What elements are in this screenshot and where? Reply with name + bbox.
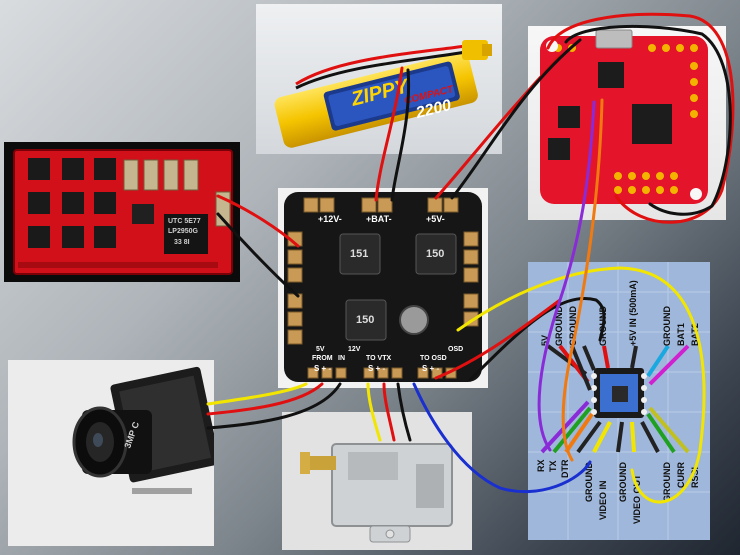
pdb-label-in: IN xyxy=(338,355,345,362)
pdb-pins-osd: S + - xyxy=(422,364,440,373)
pdb-pins-cam: S + - xyxy=(314,364,332,373)
pdb-label-to-osd: TO OSD xyxy=(420,355,447,362)
battery-illustration xyxy=(274,40,492,148)
wire-pdb-to-osd-red xyxy=(434,298,562,380)
wire-fc-to-osd-purple xyxy=(537,100,596,452)
esc-board-photo: UTC 5E77 LP2950G 33 8I xyxy=(4,142,240,282)
wire-battery-black xyxy=(390,68,411,202)
flight-controller-illustration xyxy=(540,29,708,204)
wire-pdb-to-osd-black xyxy=(468,297,606,382)
wire-vtx-yellow xyxy=(366,382,382,442)
wire-osd-video-blue xyxy=(412,382,592,494)
wire-vtx-black xyxy=(396,382,412,442)
pdb-label-5v: +5V- xyxy=(426,214,445,224)
pdb-pins-vtx: S + - xyxy=(368,364,386,373)
video-transmitter-photo xyxy=(282,412,472,550)
video-transmitter-illustration xyxy=(300,443,453,543)
esc-chip-line2: LP2950G xyxy=(168,228,198,235)
wire-fc-to-osd-orange xyxy=(561,98,604,462)
esc-chip-line1: UTC 5E77 xyxy=(168,218,201,225)
wire-esc-to-pdb-red xyxy=(216,194,300,248)
osd-board-diagram: 5V GROUND GROUND GROUND +5V IN (500mA) G… xyxy=(528,262,710,540)
wire-camera-red xyxy=(206,382,324,416)
pdb-label-12v-side: 12V xyxy=(348,346,361,353)
wire-battery-red xyxy=(374,66,404,202)
wire-esc-to-pdb-black xyxy=(216,212,300,298)
pdb-inductor-2: 150 xyxy=(426,248,445,260)
pdb-illustration xyxy=(284,192,482,382)
battery-photo: ZIPPY COMPACT 2200 xyxy=(256,4,502,154)
camera-illustration xyxy=(72,366,214,494)
pdb-label-5v-side: 5V xyxy=(316,346,325,353)
pdb-label-to-vtx: TO VTX xyxy=(366,355,392,362)
esc-board-illustration xyxy=(13,149,233,275)
wire-fc-loop-red xyxy=(546,12,735,224)
esc-chip-line3: 33 8I xyxy=(174,239,190,246)
power-distribution-board-photo: +12V- +BAT- +5V- 151 150 150 5V 12V OSD … xyxy=(278,188,488,388)
osd-board-illustration xyxy=(528,262,710,540)
pdb-label-from: FROM xyxy=(312,355,333,362)
pdb-label-bat: +BAT- xyxy=(366,214,392,224)
camera-photo: 3MP C xyxy=(8,360,214,546)
wire-pdb-to-fc-black xyxy=(450,38,582,200)
wire-camera-yellow xyxy=(206,382,308,406)
wire-vtx-red xyxy=(382,382,396,442)
pdb-inductor-3: 150 xyxy=(356,314,375,326)
wire-camera-black xyxy=(206,382,342,430)
wire-pdb-to-osd-yellow xyxy=(456,266,706,504)
pdb-label-12v: +12V- xyxy=(318,214,342,224)
pdb-inductor-1: 151 xyxy=(350,248,369,260)
wire-fc-loop-black xyxy=(564,24,732,216)
pdb-label-osd-side: OSD xyxy=(448,346,464,353)
